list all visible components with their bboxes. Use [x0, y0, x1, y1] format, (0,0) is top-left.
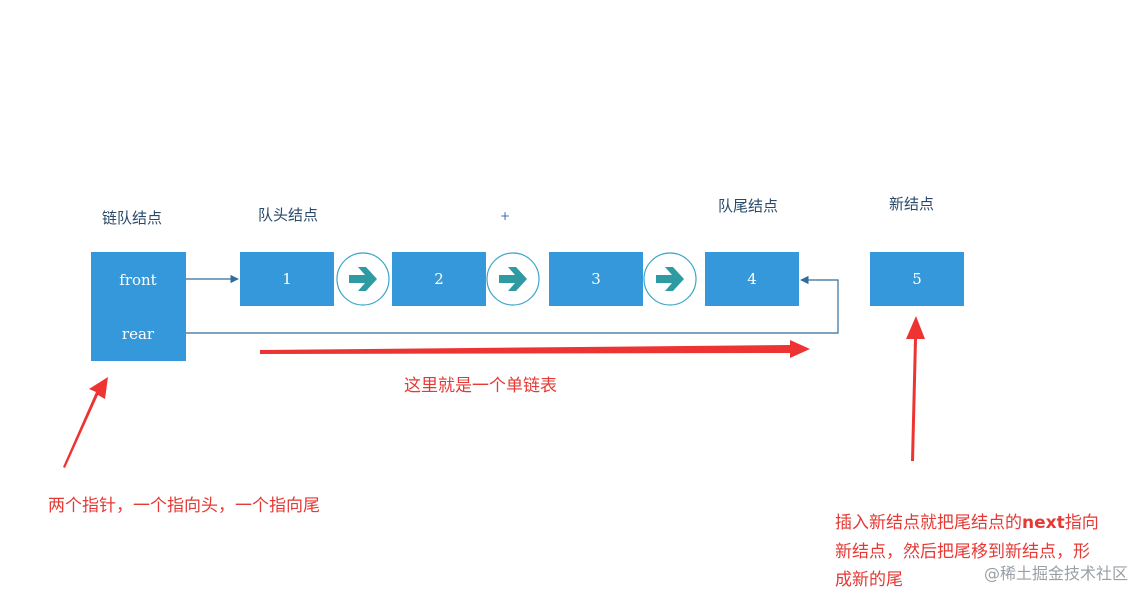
note-insert-line-1-b: next	[1022, 513, 1065, 533]
note-insert-line-3: 成新的尾	[835, 570, 903, 590]
note-singly-linked: 这里就是一个单链表	[404, 376, 557, 396]
note-insert-line-1-a: 插入新结点就把尾结点的	[835, 513, 1022, 533]
next-arrow-icon	[486, 252, 540, 306]
node-2	[392, 252, 486, 306]
new-node-label: 5	[912, 270, 922, 288]
caption-new-node: 新结点	[889, 195, 934, 213]
red-arrow-right-icon	[260, 340, 810, 358]
rear-pointer-line	[186, 275, 839, 334]
pointer-box	[91, 252, 186, 361]
next-arrow-icon	[336, 252, 390, 306]
new-node	[870, 252, 964, 306]
node-4-label: 4	[747, 270, 757, 288]
red-arrow-up-left-icon	[63, 377, 108, 468]
node-3-label: 3	[591, 270, 601, 288]
node-1	[240, 252, 334, 306]
caption-plus-mark: +	[500, 209, 510, 223]
note-insert-line-1: 插入新结点就把尾结点的next指向	[835, 513, 1099, 533]
caption-tail-node: 队尾结点	[718, 197, 778, 215]
node-1-label: 1	[282, 270, 292, 288]
front-label: front	[119, 271, 156, 289]
note-insert-line-1-c: 指向	[1065, 513, 1099, 533]
note-two-pointers: 两个指针，一个指向头，一个指向尾	[48, 496, 320, 516]
rear-label: rear	[122, 325, 155, 343]
next-arrow-icon	[643, 252, 697, 306]
note-insert-line-2: 新结点，然后把尾移到新结点，形	[835, 542, 1090, 562]
node-4	[705, 252, 799, 306]
red-arrow-up-right-icon	[906, 316, 925, 461]
node-3	[549, 252, 643, 306]
caption-head-node: 队头结点	[258, 206, 318, 224]
watermark: @稀土掘金技术社区	[984, 564, 1128, 583]
node-2-label: 2	[434, 270, 444, 288]
caption-queue-node: 链队结点	[102, 209, 162, 227]
